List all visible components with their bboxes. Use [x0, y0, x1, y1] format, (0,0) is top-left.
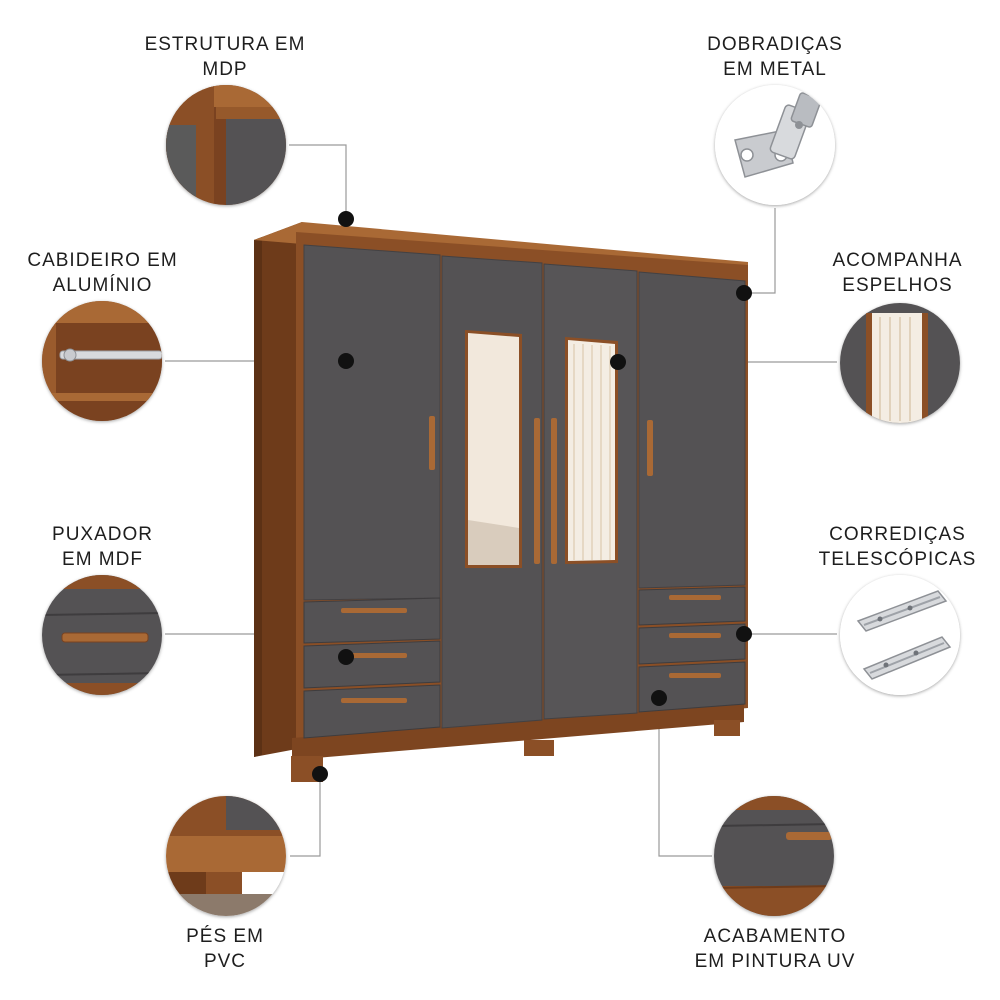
door-handle-4 [647, 420, 653, 476]
label-line: PVC [203, 951, 247, 972]
label-line: EM METAL [723, 59, 827, 80]
wardrobe-foot-middle [524, 740, 554, 756]
drawer-handle-right-3 [669, 673, 721, 678]
drawer-handle-right-2 [669, 633, 721, 638]
mirror-left-reflection [468, 520, 519, 565]
label-puxador-mdf: PUXADOR EM MDF [0, 522, 205, 572]
door-4 [638, 271, 746, 589]
door-handle-1 [429, 416, 435, 470]
drawer-handle-right-1 [669, 595, 721, 600]
marker-dot-dobradicas [736, 285, 752, 301]
label-line: ACABAMENTO [703, 926, 847, 947]
label-pes-pvc: PÉS EM PVC [125, 924, 325, 974]
drawer-left-3 [303, 684, 441, 739]
marker-dot-espelhos [610, 354, 626, 370]
label-line: ESPELHOS [842, 275, 953, 296]
label-line: ESTRUTURA EM [144, 34, 306, 55]
drawer-left-2 [303, 640, 441, 689]
marker-dot-pes [312, 766, 328, 782]
drawer-right-2 [638, 623, 746, 665]
marker-dots [312, 211, 752, 782]
marker-dot-puxador [338, 649, 354, 665]
label-line: MDP [202, 59, 248, 80]
door-handle-3 [551, 418, 557, 564]
wardrobe-base [292, 704, 744, 760]
leader-line-acabamento [658, 698, 712, 857]
wardrobe-foot-right [714, 720, 740, 736]
aluminium-hanging-rail-icon [42, 301, 162, 421]
pvc-feet-closeup-icon [166, 796, 286, 916]
label-cabideiro-aluminio: CABIDEIRO EM ALUMÍNIO [0, 248, 205, 298]
label-line: CORREDIÇAS [829, 524, 966, 545]
mirror-closeup-icon [840, 303, 960, 423]
door-1 [303, 244, 441, 601]
mdp-structure-closeup-icon [166, 85, 286, 205]
marker-dot-cabideiro [338, 353, 354, 369]
mdf-handle-closeup-icon [42, 575, 162, 695]
label-line: ACOMPANHA [832, 250, 963, 271]
wardrobe-side-edge [254, 237, 262, 757]
label-line: TELESCÓPICAS [818, 549, 977, 570]
label-line: PÉS EM [186, 926, 264, 947]
label-line: EM PINTURA UV [694, 951, 856, 972]
label-estrutura-mdp: ESTRUTURA EM MDP [110, 32, 340, 82]
uv-paint-finish-closeup-icon [714, 796, 834, 916]
wardrobe-side-panel [254, 222, 302, 757]
label-line: EM MDF [62, 549, 143, 570]
metal-hinge-icon [715, 85, 835, 205]
label-line: ALUMÍNIO [52, 275, 153, 296]
mirror-right-curtain [573, 344, 611, 560]
label-line: DOBRADIÇAS [707, 34, 843, 55]
drawer-right-1 [638, 586, 746, 626]
drawer-handle-left-2 [341, 653, 407, 658]
label-acompanha-espelhos: ACOMPANHA ESPELHOS [790, 248, 1000, 298]
mirror-left-glass [468, 333, 519, 565]
label-corredicas-telescopicas: CORREDIÇAS TELESCÓPICAS [790, 522, 1000, 572]
label-dobradicas-metal: DOBRADIÇAS EM METAL [660, 32, 890, 82]
marker-dot-estrutura [338, 211, 354, 227]
door-handle-2 [534, 418, 540, 564]
drawer-handle-left-1 [341, 608, 407, 613]
leader-line-estrutura [289, 144, 347, 219]
marker-dot-corredicas [736, 626, 752, 642]
telescopic-slides-icon [840, 575, 960, 695]
wardrobe [254, 222, 748, 782]
label-acabamento-pintura-uv: ACABAMENTO EM PINTURA UV [655, 924, 895, 974]
drawer-handle-left-3 [341, 698, 407, 703]
label-line: PUXADOR [52, 524, 153, 545]
leader-line-dobradicas [744, 208, 776, 294]
marker-dot-acabamento [651, 690, 667, 706]
drawer-left-1 [303, 597, 441, 644]
leader-line-pes [290, 774, 321, 857]
label-line: CABIDEIRO EM [27, 250, 178, 271]
